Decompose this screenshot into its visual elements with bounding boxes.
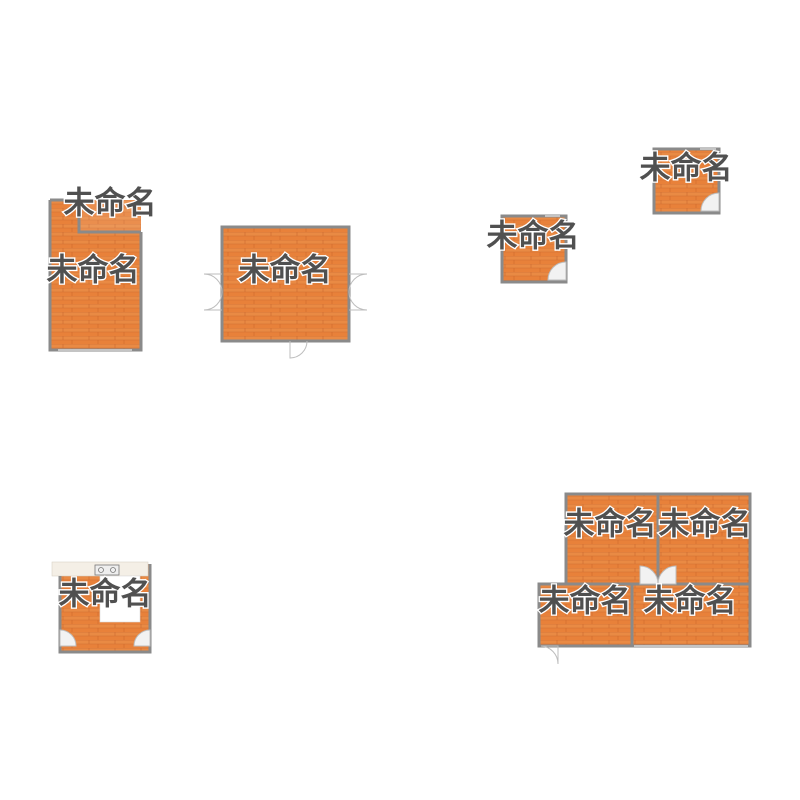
room-5-walls	[652, 147, 721, 215]
cluster-door-2	[657, 565, 677, 585]
room-10[interactable]	[632, 584, 750, 646]
kitchen-counter-side	[99, 575, 141, 623]
room-4[interactable]: 未命名	[485, 214, 581, 284]
room-5[interactable]: 未命名	[638, 147, 734, 215]
room-9[interactable]	[539, 584, 632, 646]
cluster-walls	[537, 492, 752, 648]
room-6-walls	[58, 564, 152, 654]
room-3-label: 未命名	[239, 253, 332, 289]
room-9-label: 未命名	[539, 584, 632, 620]
cluster-door-3	[540, 645, 559, 665]
room-10-floor	[632, 584, 750, 646]
room-1-label: 未命名	[64, 186, 157, 222]
room-8-label: 未命名	[659, 507, 752, 543]
room-4-label: 未命名	[487, 219, 580, 255]
room-cluster: 未命名 未命名 未命名 未命名	[537, 492, 753, 665]
room-6-door-left	[59, 629, 77, 647]
room-10-label: 未命名	[644, 584, 737, 620]
stove-icon	[94, 564, 120, 576]
room-3[interactable]: 未命名	[203, 225, 368, 359]
room-9-floor	[539, 584, 632, 646]
room-1-closet	[79, 200, 141, 232]
room-6-label: 未命名	[59, 577, 152, 613]
room-6[interactable]: 未命名	[51, 561, 153, 654]
room-7-label: 未命名	[564, 507, 657, 543]
room-5-door	[700, 192, 720, 212]
room-5-label: 未命名	[640, 151, 733, 187]
room-1[interactable]: 未命名 未命名	[45, 184, 158, 352]
room-2-label: 未命名	[47, 253, 140, 289]
room-6-door-right	[133, 629, 151, 647]
cluster-door-1	[639, 565, 659, 585]
door-bottom	[289, 340, 308, 359]
door-left	[203, 273, 223, 311]
room-4-door	[547, 261, 567, 281]
room-4-walls	[500, 214, 568, 284]
door-right	[348, 273, 368, 311]
room-3-floor	[222, 227, 349, 341]
room-3-walls	[220, 225, 351, 343]
